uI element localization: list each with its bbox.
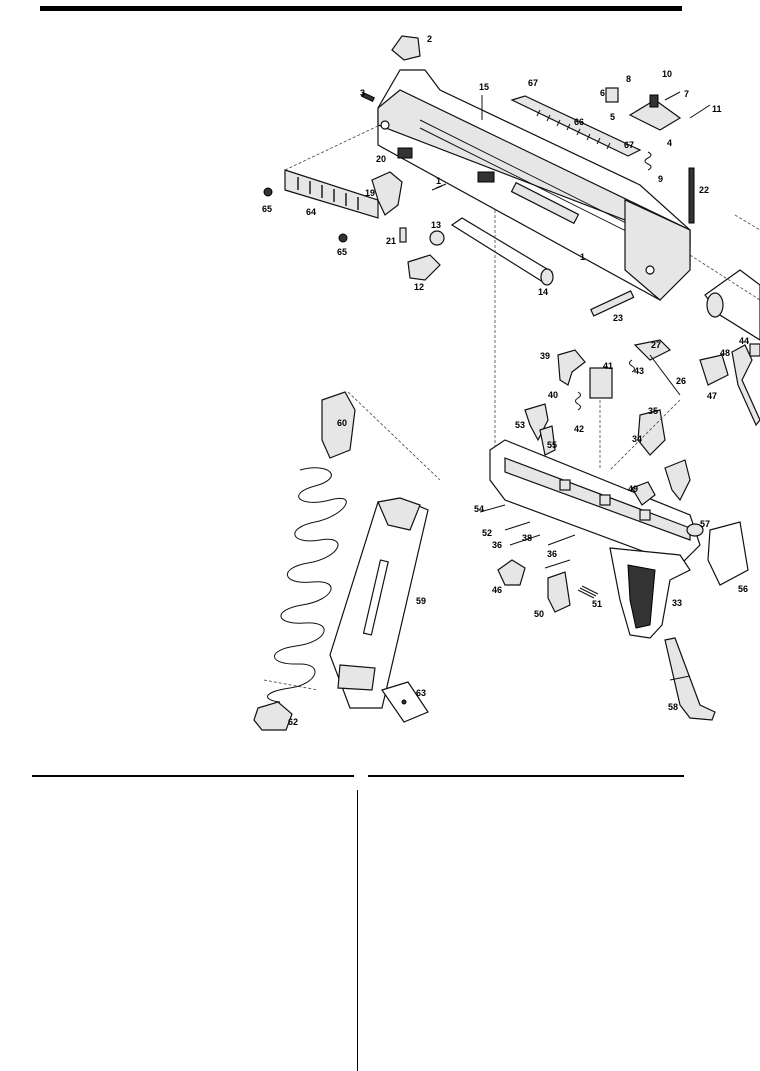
top-rule [40,6,682,11]
label-39: 39 [540,351,550,361]
label-42: 42 [574,424,584,434]
label-48: 48 [720,348,730,358]
label-59: 59 [416,596,426,606]
part-60-follower [321,391,356,459]
label-11: 11 [712,104,722,114]
part-49 [631,481,656,506]
label-58: 58 [668,702,678,712]
label-1b: 1 [580,252,585,262]
label-20: 20 [376,154,386,164]
part-20 [397,147,413,159]
part-47 [699,354,729,386]
part-62-baseplate [253,701,293,731]
label-43: 43 [634,366,644,376]
label-67b: 67 [624,140,634,150]
label-41: 41 [603,361,613,371]
label-19: 19 [365,188,375,198]
label-65b: 65 [337,247,347,257]
label-3: 3 [360,88,365,98]
part-46 [497,559,526,586]
label-10: 10 [662,69,672,79]
label-63: 63 [416,688,426,698]
label-8: 8 [626,74,631,84]
label-38: 38 [522,533,532,543]
label-66: 66 [574,117,584,127]
label-7: 7 [684,89,689,99]
label-36a: 36 [492,540,502,550]
label-27: 27 [651,340,661,350]
right-column-rule [368,775,684,777]
label-67a: 67 [528,78,538,88]
part-48 [731,344,760,427]
label-21: 21 [386,236,396,246]
label-52: 52 [482,528,492,538]
label-60: 60 [337,418,347,428]
label-26: 26 [676,376,686,386]
part-2-cap [391,35,421,61]
part-4-sight-base [628,99,682,131]
label-35: 35 [648,406,658,416]
label-50: 50 [534,609,544,619]
label-22: 22 [699,185,709,195]
label-54: 54 [474,504,484,514]
label-9: 9 [658,174,663,184]
part-19-cocking-lever [371,171,403,216]
label-62: 62 [288,717,298,727]
label-15: 15 [479,82,489,92]
label-14: 14 [538,287,548,297]
part-57 [686,523,704,537]
label-56: 56 [738,584,748,594]
part-41-block [589,367,613,399]
label-47: 47 [707,391,717,401]
part-27 [633,339,672,361]
label-44: 44 [739,336,749,346]
label-33: 33 [672,598,682,608]
label-23: 23 [613,313,623,323]
label-57: 57 [700,519,710,529]
label-49: 49 [628,484,638,494]
part-50 [547,571,571,613]
part-22-pin [688,167,695,224]
column-divider [357,790,358,1071]
part-56-endcap [707,521,749,586]
upper-receiver [377,69,691,301]
label-51a: 51 [592,599,602,609]
label-34: 34 [632,434,642,444]
part-39 [557,349,586,386]
label-65a: 65 [262,204,272,214]
label-2: 2 [427,34,432,44]
part-58 [664,637,716,721]
label-12: 12 [414,282,424,292]
part-66-rail [510,95,642,157]
label-46: 46 [492,585,502,595]
label-55: 55 [547,440,557,450]
label-53: 53 [515,420,525,430]
part-34 [637,409,666,456]
part-12-handle [407,254,441,281]
part-3-pin [361,91,375,103]
label-4: 4 [667,138,672,148]
label-36b: 36 [547,549,557,559]
label-6: 6 [600,88,605,98]
left-column-rule [32,775,354,777]
part-64-plate [284,169,379,219]
label-64: 64 [306,207,316,217]
part-23-pin [589,290,635,317]
part-labels: 2 3 15 67 66 67 8 6 5 10 7 11 4 9 22 20 … [262,34,749,727]
part-6-block [605,87,619,103]
label-40: 40 [548,390,558,400]
exploded-parts-diagram: 2 3 15 67 66 67 8 6 5 10 7 11 4 9 22 20 … [253,34,760,731]
label-1a: 1 [436,176,441,186]
part-61-spring [267,467,347,703]
label-5: 5 [610,112,615,122]
label-13: 13 [431,220,441,230]
